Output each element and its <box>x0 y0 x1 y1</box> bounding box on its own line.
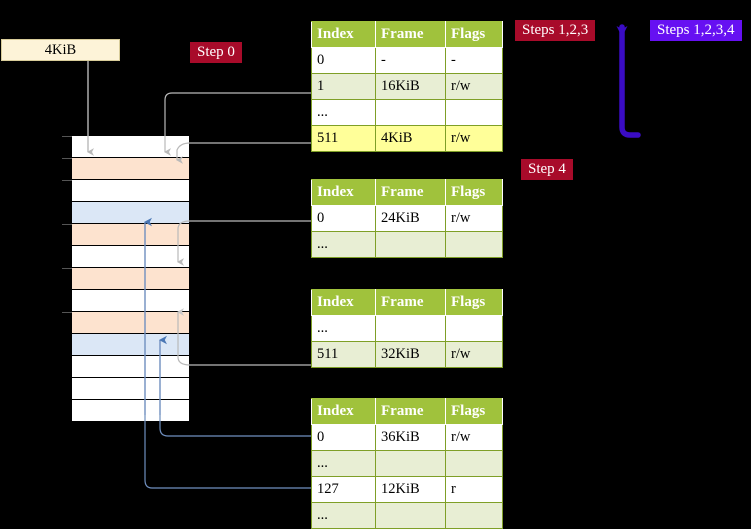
table-row: ... <box>311 502 503 529</box>
connector-pd-row511 <box>177 308 311 366</box>
cell-frame <box>375 99 446 126</box>
connector-pdpt-row0 <box>177 220 311 266</box>
cell-flags: r <box>445 476 503 503</box>
cell-index: ... <box>311 450 376 477</box>
cell-frame: 24KiB <box>375 205 446 232</box>
cell-frame <box>375 231 446 258</box>
memory-frame-row <box>72 202 189 224</box>
memory-frame-row <box>72 246 189 268</box>
cell-index: 0 <box>311 47 376 74</box>
cell-index: 0 <box>311 205 376 232</box>
memory-frame-row <box>72 268 189 290</box>
memory-frame-row <box>72 356 189 378</box>
connector-frame-to-pml4-511 <box>176 142 311 164</box>
memory-frame-row <box>72 224 189 246</box>
memory-frame-tick <box>62 312 72 313</box>
table-row: ... <box>311 450 503 477</box>
memory-frame-tick <box>62 224 72 225</box>
cell-flags: r/w <box>445 205 503 232</box>
column-header-frame: Frame <box>375 289 446 316</box>
memory-frame-tick <box>62 180 72 181</box>
cell-flags <box>445 502 503 529</box>
memory-frame-tick <box>62 268 72 269</box>
cell-frame: - <box>375 47 446 74</box>
cell-frame: 32KiB <box>375 341 446 368</box>
memory-frame-row <box>72 312 189 334</box>
cell-frame <box>375 450 446 477</box>
badge-step-4: Step 4 <box>521 159 573 180</box>
column-header-frame: Frame <box>375 179 446 206</box>
column-header-flags: Flags <box>445 179 503 206</box>
cell-flags: r/w <box>445 73 503 100</box>
table-row: ... <box>311 315 503 342</box>
cell-index: 511 <box>311 125 376 152</box>
physical-memory-grid <box>62 135 190 422</box>
badge-step-0: Step 0 <box>190 42 242 63</box>
badge-steps-1-2-3: Steps 1,2,3 <box>515 20 596 41</box>
memory-frame-row <box>72 180 189 202</box>
column-header-flags: Flags <box>445 398 503 425</box>
column-header-flags: Flags <box>445 289 503 316</box>
cell-flags: r/w <box>445 424 503 451</box>
badge-steps-1-2-3-4: Steps 1,2,3,4 <box>650 20 742 41</box>
cell-frame: 16KiB <box>375 73 446 100</box>
cell-frame: 12KiB <box>375 476 446 503</box>
cell-index: 511 <box>311 341 376 368</box>
cell-index: 0 <box>311 424 376 451</box>
table-row: ... <box>311 99 503 126</box>
cell-flags: r/w <box>445 341 503 368</box>
memory-frame-tick <box>62 158 72 159</box>
cell-flags <box>445 99 503 126</box>
arrow-steps-1-2-3-4 <box>616 24 641 138</box>
cell-flags <box>445 231 503 258</box>
cell-index: 127 <box>311 476 376 503</box>
cell-frame <box>375 315 446 342</box>
cell-flags: - <box>445 47 503 74</box>
cell-flags: r/w <box>445 125 503 152</box>
column-header-frame: Frame <box>375 21 446 48</box>
cell-frame: 36KiB <box>375 424 446 451</box>
cell-index: 1 <box>311 73 376 100</box>
memory-frame-row <box>72 136 189 158</box>
table-row: ... <box>311 231 503 258</box>
memory-size-label: 4KiB <box>1 39 120 61</box>
memory-frame-tick <box>62 136 72 137</box>
memory-frame-row <box>72 334 189 356</box>
cell-index: ... <box>311 315 376 342</box>
memory-frame-row <box>72 158 189 180</box>
memory-frame-row <box>72 290 189 312</box>
cell-flags <box>445 315 503 342</box>
column-header-index: Index <box>311 179 376 206</box>
cell-frame <box>375 502 446 529</box>
cell-flags <box>445 450 503 477</box>
cell-index: ... <box>311 99 376 126</box>
memory-frame-row <box>72 378 189 400</box>
cell-index: ... <box>311 231 376 258</box>
column-header-index: Index <box>311 398 376 425</box>
column-header-index: Index <box>311 21 376 48</box>
memory-frame-row <box>72 400 189 422</box>
column-header-flags: Flags <box>445 21 503 48</box>
column-header-frame: Frame <box>375 398 446 425</box>
cell-frame: 4KiB <box>375 125 446 152</box>
column-header-index: Index <box>311 289 376 316</box>
cell-index: ... <box>311 502 376 529</box>
table-row: 0-- <box>311 47 503 74</box>
